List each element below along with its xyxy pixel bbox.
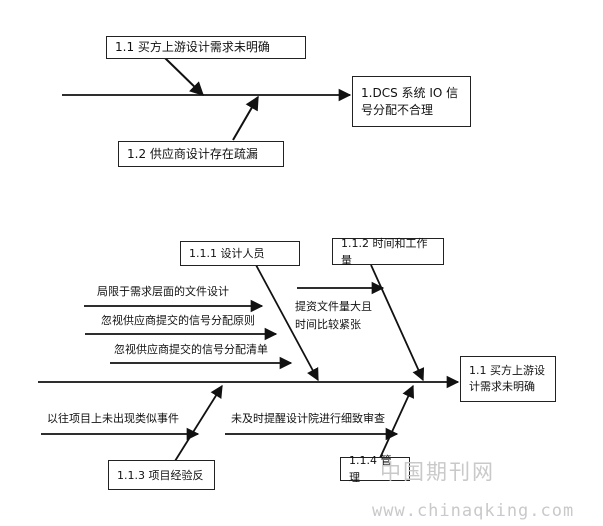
category-management-box: 1.1.4 管理	[340, 454, 410, 484]
category-designer-box: 1.1.1 设计人员	[180, 241, 300, 266]
category-time-label: 1.1.2 时间和工作量	[341, 236, 428, 267]
top-cause-1-box: 1.1 买方上游设计需求未明确	[106, 36, 306, 59]
bottom-effect-box: 1.1 买方上游设计需求未明确	[460, 356, 556, 402]
top-effect-label: 1.DCS 系统 IO 信号分配不合理	[361, 85, 459, 117]
category-experience-box: 1.1.3 项目经验反	[108, 460, 215, 490]
watermark-line-2: www.chinaqking.com	[372, 501, 575, 521]
bone-management-arrow	[379, 384, 415, 459]
category-designer-label: 1.1.1 设计人员	[189, 247, 265, 260]
bone-experience-arrow	[174, 384, 223, 462]
watermark-line-1: 中国期刊网	[380, 460, 495, 484]
top-bone-lower-arrow	[232, 95, 259, 141]
sub-3-label: 忽视供应商提交的信号分配清单	[114, 343, 268, 356]
category-experience-label: 1.1.3 项目经验反	[117, 468, 204, 482]
sub-4-label: 提资文件量大且时间比较紧张	[295, 300, 372, 331]
sub-6-label: 未及时提醒设计院进行细致审查	[231, 412, 385, 425]
top-bone-upper-arrow	[164, 57, 205, 96]
bottom-effect-label: 1.1 买方上游设计需求未明确	[469, 364, 545, 393]
category-time-box: 1.1.2 时间和工作量	[332, 237, 444, 267]
top-effect-box: 1.DCS 系统 IO 信号分配不合理	[352, 76, 471, 127]
sub-2-label: 忽视供应商提交的信号分配原则	[101, 314, 255, 327]
top-cause-2-box: 1.2 供应商设计存在疏漏	[118, 141, 284, 167]
bone-time-arrow	[370, 264, 425, 382]
sub-1-label: 局限于需求层面的文件设计	[97, 285, 229, 298]
top-cause-1-label: 1.1 买方上游设计需求未明确	[115, 40, 270, 54]
sub-5-label: 以往项目上未出现类似事件	[47, 412, 179, 425]
category-management-label: 1.1.4 管理	[349, 454, 392, 484]
bone-designer-arrow	[255, 264, 319, 382]
top-cause-2-label: 1.2 供应商设计存在疏漏	[127, 146, 258, 161]
